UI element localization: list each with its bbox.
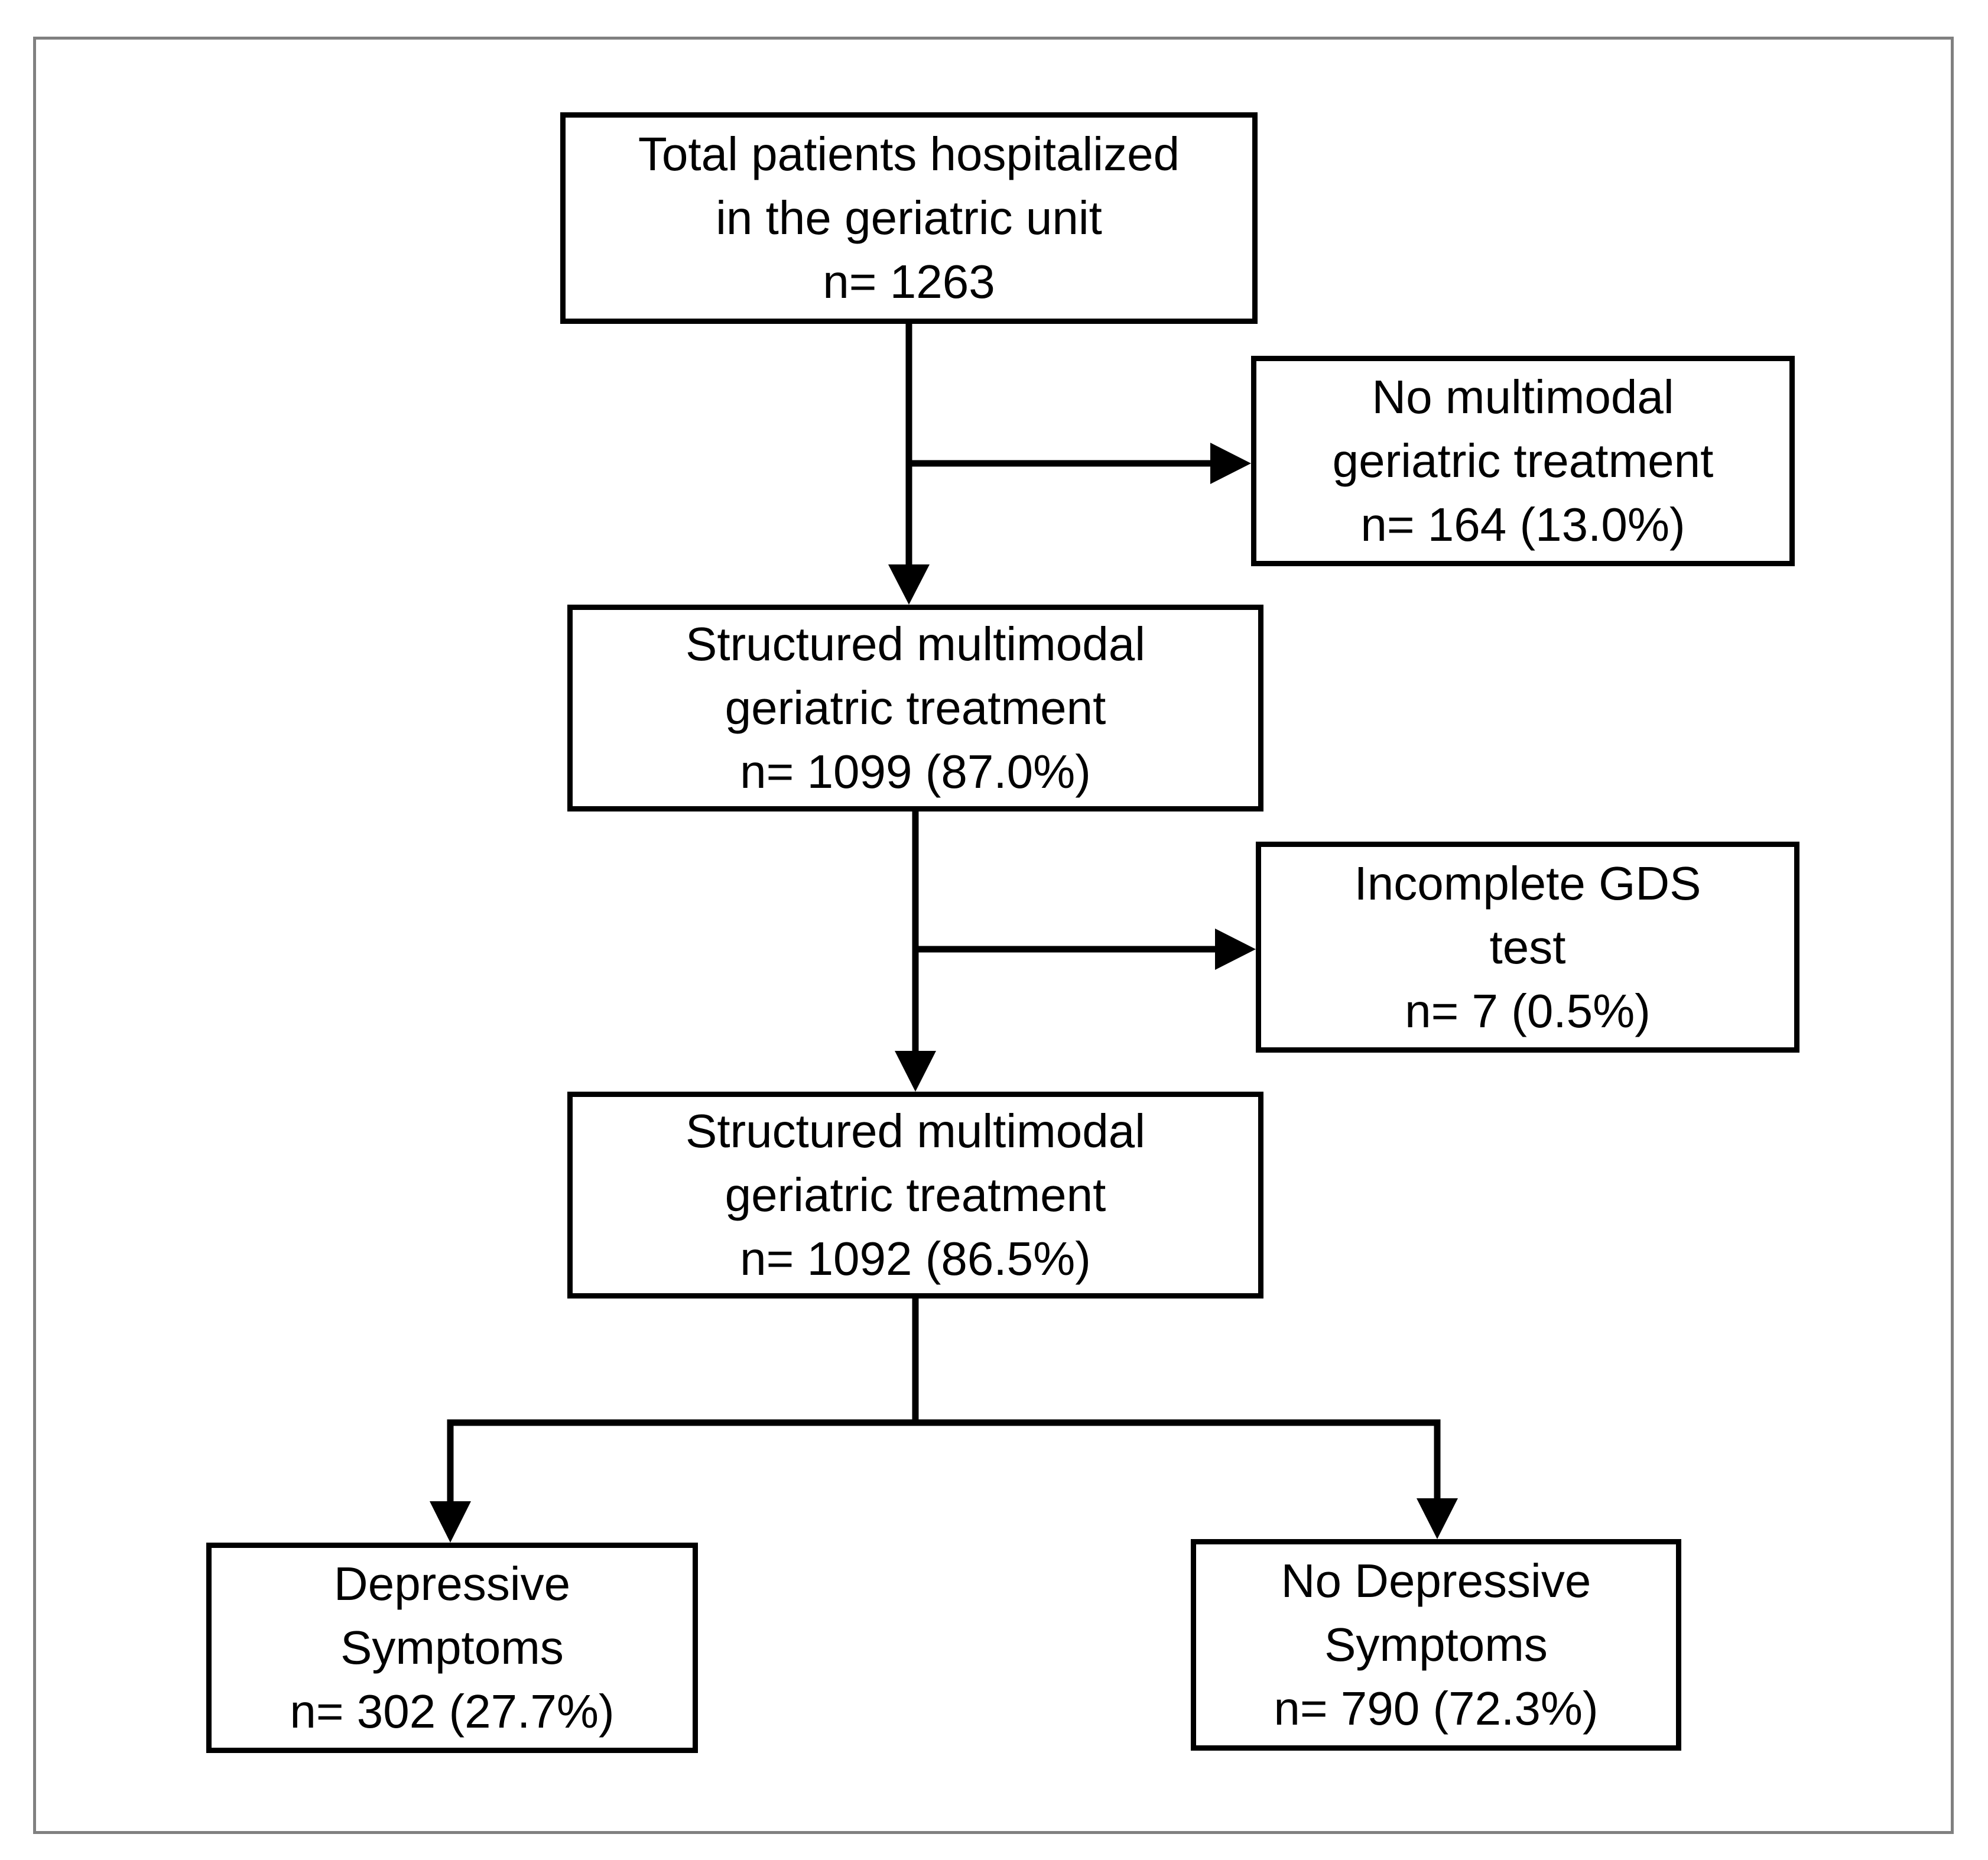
node-incomplete-gds-test: Incomplete GDS test n= 7 (0.5%) xyxy=(1256,842,1799,1053)
node-no-depressive-symptoms: No Depressive Symptoms n= 790 (72.3%) xyxy=(1191,1539,1681,1751)
node-no-multimodal-count: n= 164 (13.0%) xyxy=(1360,498,1685,551)
node-total-line-2: in the geriatric unit xyxy=(716,191,1102,244)
node-structured-2-line-1: Structured multimodal xyxy=(685,1105,1146,1157)
node-structured-1-line-1: Structured multimodal xyxy=(685,618,1146,670)
node-depressive-symptoms: Depressive Symptoms n= 302 (27.7%) xyxy=(206,1543,698,1753)
node-depressive-count: n= 302 (27.7%) xyxy=(290,1685,615,1738)
node-incomplete-gds-line-2: test xyxy=(1489,920,1566,973)
node-structured-1-count: n= 1099 (87.0%) xyxy=(740,745,1091,798)
arrowhead-to-incomplete-gds xyxy=(1215,929,1256,970)
node-incomplete-gds-count: n= 7 (0.5%) xyxy=(1405,984,1651,1037)
node-no-depressive-count: n= 790 (72.3%) xyxy=(1274,1682,1599,1735)
node-structured-1-line-2: geriatric treatment xyxy=(725,681,1106,734)
node-structured-treatment-1: Structured multimodal geriatric treatmen… xyxy=(567,605,1263,811)
arrowhead-to-no-multimodal xyxy=(1210,443,1251,484)
arrowhead-to-no-depressive xyxy=(1417,1498,1458,1539)
node-total-line-1: Total patients hospitalized xyxy=(638,128,1180,180)
figure-frame xyxy=(33,37,1954,1834)
node-total-patients: Total patients hospitalized in the geria… xyxy=(560,112,1258,324)
node-no-multimodal-treatment: No multimodal geriatric treatment n= 164… xyxy=(1251,356,1795,566)
node-depressive-line-1: Depressive xyxy=(333,1557,571,1610)
node-structured-treatment-2: Structured multimodal geriatric treatmen… xyxy=(567,1092,1263,1299)
arrowhead-to-structured-2 xyxy=(895,1051,936,1092)
node-depressive-line-2: Symptoms xyxy=(340,1621,564,1674)
edge-structured-2-split xyxy=(447,1419,1441,1504)
node-no-depressive-line-1: No Depressive xyxy=(1281,1554,1591,1607)
node-no-depressive-line-2: Symptoms xyxy=(1324,1618,1548,1671)
arrowhead-to-structured-1 xyxy=(888,564,930,605)
node-no-multimodal-line-2: geriatric treatment xyxy=(1332,434,1714,487)
node-structured-2-count: n= 1092 (86.5%) xyxy=(740,1232,1091,1285)
arrowhead-to-depressive xyxy=(430,1501,471,1543)
node-structured-2-line-2: geriatric treatment xyxy=(725,1168,1106,1221)
node-total-count: n= 1263 xyxy=(823,255,995,308)
node-incomplete-gds-line-1: Incomplete GDS xyxy=(1354,856,1701,910)
node-no-multimodal-line-1: No multimodal xyxy=(1372,371,1674,423)
